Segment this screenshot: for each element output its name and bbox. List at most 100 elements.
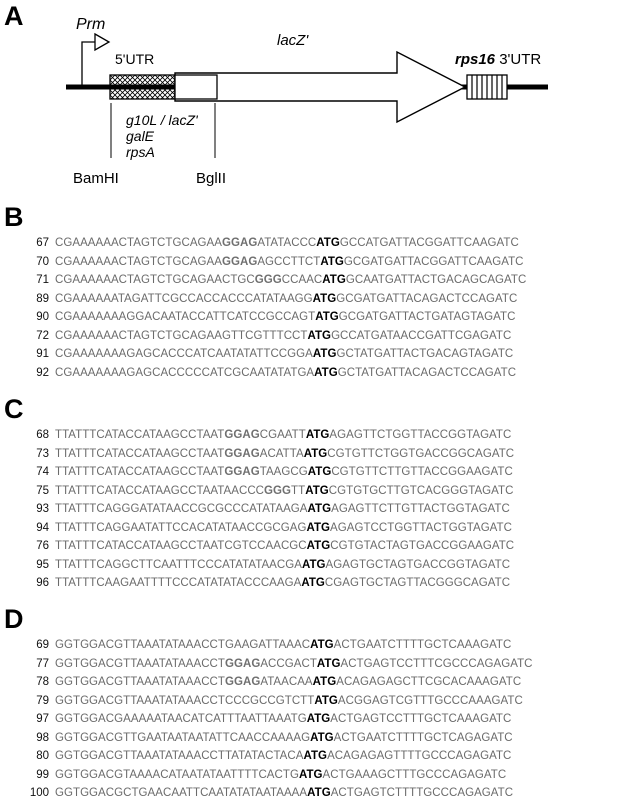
start-codon: ATG — [310, 731, 334, 744]
sequence-id: 78 — [36, 676, 49, 688]
promoter-arrowhead — [94, 32, 111, 52]
panel-d-label: D — [4, 604, 24, 634]
promoter-label: Prm — [76, 16, 105, 33]
sequence-id: 70 — [36, 255, 49, 268]
sequence-segment: TTATTTCAAGAATTTTCCCATATATACCCAAGA — [55, 577, 302, 589]
utr3-stripes — [471, 75, 503, 99]
sequence-segment: ACAGAGAGCTTCGCACAAAGATC — [336, 676, 522, 688]
sequence-text: GGTGGACGTTAAATATAAACCTGAAGATTAAACATGACTG… — [55, 636, 511, 654]
start-codon: ATG — [303, 750, 328, 762]
variant-label-1: g10L / lacZ' — [126, 112, 199, 128]
sequence-segment: AGAGTGCTAGTGACCGGTAGATC — [325, 558, 511, 571]
lacz-arrow — [174, 50, 467, 124]
utr3-suffix-label: 3'UTR — [495, 51, 541, 68]
sequence-text: GGTGGACGTAAAACATAATATAATTTTCACTGATGACTGA… — [55, 766, 506, 784]
sequence-id: 71 — [36, 274, 49, 286]
start-codon: ATG — [320, 255, 344, 268]
sequence-id: 96 — [36, 577, 49, 589]
sequence-segment: CGAAAAAAAGGACAATACCATTCATCCGCCAGT — [55, 311, 316, 323]
sequence-segment: TTATTTCATACCATAAGCCTAAT — [55, 447, 225, 460]
shine-dalgarno-motif: GGAG — [221, 237, 258, 249]
sequence-id: 89 — [36, 292, 49, 305]
sequence-segment: CGTGTACTAGTGACCGGAAGATC — [330, 540, 515, 552]
shine-dalgarno-motif: GGAG — [224, 466, 260, 478]
sequence-segment: CGAAAAAACTAGTCTGCAGAACTGC — [55, 274, 255, 286]
sequence-segment: ATATACCC — [257, 237, 317, 249]
start-codon: ATG — [307, 787, 331, 799]
sequence-segment: ACTGAATCTTTTGCTCAGAGATC — [333, 731, 513, 744]
start-codon: ATG — [306, 540, 331, 552]
sequence-id: 75 — [36, 484, 49, 497]
panel-a-label: A — [4, 1, 24, 31]
sequence-text: GGTGGACGTTAAATATAAACCTCCCGCCGTCTTATGACGG… — [55, 692, 523, 710]
start-codon: ATG — [307, 329, 332, 342]
sequence-segment: GCTATGATTACTGACAGTAGATC — [336, 348, 514, 360]
sequence-segment: CGAAAAAACTAGTCTGCAGAA — [55, 255, 222, 268]
sequence-segment: GCGATGATTACAGACTCCAGATC — [336, 292, 518, 305]
sequence-segment: CGAAAAAACTAGTCTGCAGAA — [55, 237, 222, 249]
sequence-segment: AGAGTTCTTGTTACTGGTAGATC — [331, 503, 510, 515]
sequence-segment: AGCCTTCT — [257, 255, 321, 268]
start-codon: ATG — [310, 639, 334, 651]
sequence-id: 73 — [36, 447, 49, 460]
sequence-segment: GCGATGATTACGGATTCAAGATC — [343, 255, 524, 268]
sequence-text: TTATTTCAGGAATATTCCACATATAACCGCGAGATGAGAG… — [55, 519, 512, 537]
sequence-text: GGTGGACGCTGAACAATTCAATATATAATAAAAATGACTG… — [55, 784, 513, 802]
sequence-text: GGTGGACGTTAAATATAAACCTGGAGATAACAAATGACAG… — [55, 673, 521, 691]
start-codon: ATG — [316, 237, 340, 249]
sequence-text: GGTGGACGTTAAATATAAACCTTATATACTACAATGACAG… — [55, 747, 511, 765]
sequence-segment: TTATTTCAGGAATATTCCACATATAACCGCGAG — [55, 521, 307, 534]
lacz-label: lacZ' — [277, 32, 309, 49]
sequence-segment: ACTGAAAGCTTTGCCCAGAGATC — [322, 768, 507, 781]
start-codon: ATG — [322, 274, 346, 286]
start-codon: ATG — [316, 657, 341, 670]
panel-c-label: C — [4, 394, 24, 424]
utr3-label: rps16 3'UTR — [455, 51, 541, 68]
utr3-gene-label: rps16 — [455, 51, 496, 68]
start-codon: ATG — [314, 694, 338, 707]
sequence-text: TTATTTCAGGCTTCAATTTCCCATATATAACGAATGAGAG… — [55, 556, 510, 574]
sequence-text: TTATTTCAAGAATTTTCCCATATATACCCAAGAATGCGAG… — [55, 574, 510, 592]
sequence-segment: TTATTTCATACCATAAGCCTAATCGTCCAACGC — [55, 540, 307, 552]
shine-dalgarno-motif: GGG — [264, 484, 292, 497]
shine-dalgarno-motif: GGAG — [224, 429, 260, 441]
start-codon: ATG — [307, 503, 332, 515]
sequence-segment: ATAACAA — [260, 676, 313, 688]
sequence-segment: GGTGGACGTAAAACATAATATAATTTTCACTG — [55, 768, 299, 781]
bglii-label: BglII — [196, 170, 226, 187]
sequence-segment: CGAAAAAACTAGTCTGCAGAAGTTCGTTTCCT — [55, 329, 308, 342]
sequence-segment: TTATTTCAGGGATATAACCGCGCCCATATAAGA — [55, 503, 308, 515]
start-codon: ATG — [315, 311, 339, 323]
sequence-segment: GCAATGATTACTGACAGCAGATC — [345, 274, 527, 286]
sequence-id: 72 — [36, 329, 49, 342]
sequence-segment: TAAGCG — [259, 466, 308, 478]
sequence-id: 97 — [36, 713, 49, 725]
construct-diagram: Prm 5'UTR lacZ' rps16 3'UTR g10L / lacZ'… — [66, 16, 548, 187]
sequence-segment: CCAAC — [281, 274, 323, 286]
promoter-arrow — [81, 41, 96, 87]
sequence-id: 90 — [36, 311, 49, 323]
sequence-segment: ACTGAGTCTTTTGCCCAGAGATC — [330, 787, 514, 799]
sequence-segment: CGAAAAAAAGAGCACCCCCATCGCAATATATGA — [55, 366, 315, 379]
start-codon: ATG — [298, 768, 323, 781]
sequence-segment: GGTGGACGTTAAATATAAACCT — [55, 657, 225, 670]
sequence-segment: TTATTTCATACCATAAGCCTAAT — [55, 429, 225, 441]
sequence-text: CGAAAAAACTAGTCTGCAGAACTGCGGGCCAACATGGCAA… — [55, 271, 526, 289]
lacz-start-box — [174, 74, 218, 100]
sequence-segment: CGAGTGCTAGTTACGGGCAGATC — [324, 577, 511, 589]
sequence-text: TTATTTCATACCATAAGCCTAATGGAGACATTAATGCGTG… — [55, 445, 514, 463]
sequence-text: GGTGGACGTTGAATAATAATATTCAACCAAAAGATGACTG… — [55, 729, 513, 747]
sequence-id: 92 — [36, 366, 49, 379]
sequence-id: 67 — [36, 237, 49, 249]
start-codon: ATG — [312, 348, 337, 360]
sequence-text: TTATTTCATACCATAAGCCTAATGGAGCGAATTATGAGAG… — [55, 426, 511, 444]
sequence-segment: TTATTTCATACCATAAGCCTAATAACCC — [55, 484, 265, 497]
sequence-id: 98 — [36, 731, 49, 744]
sequence-id: 95 — [36, 558, 49, 571]
start-codon: ATG — [305, 484, 329, 497]
sequence-id: 79 — [36, 694, 49, 707]
sequence-segment: GGTGGACGAAAAATAACATCATTTAATTAAATG — [55, 713, 307, 725]
sequence-id: 100 — [29, 787, 49, 799]
sequence-segment: AGAGTTCTGGTTACCGGTAGATC — [329, 429, 512, 441]
shine-dalgarno-motif: GGG — [254, 274, 282, 286]
